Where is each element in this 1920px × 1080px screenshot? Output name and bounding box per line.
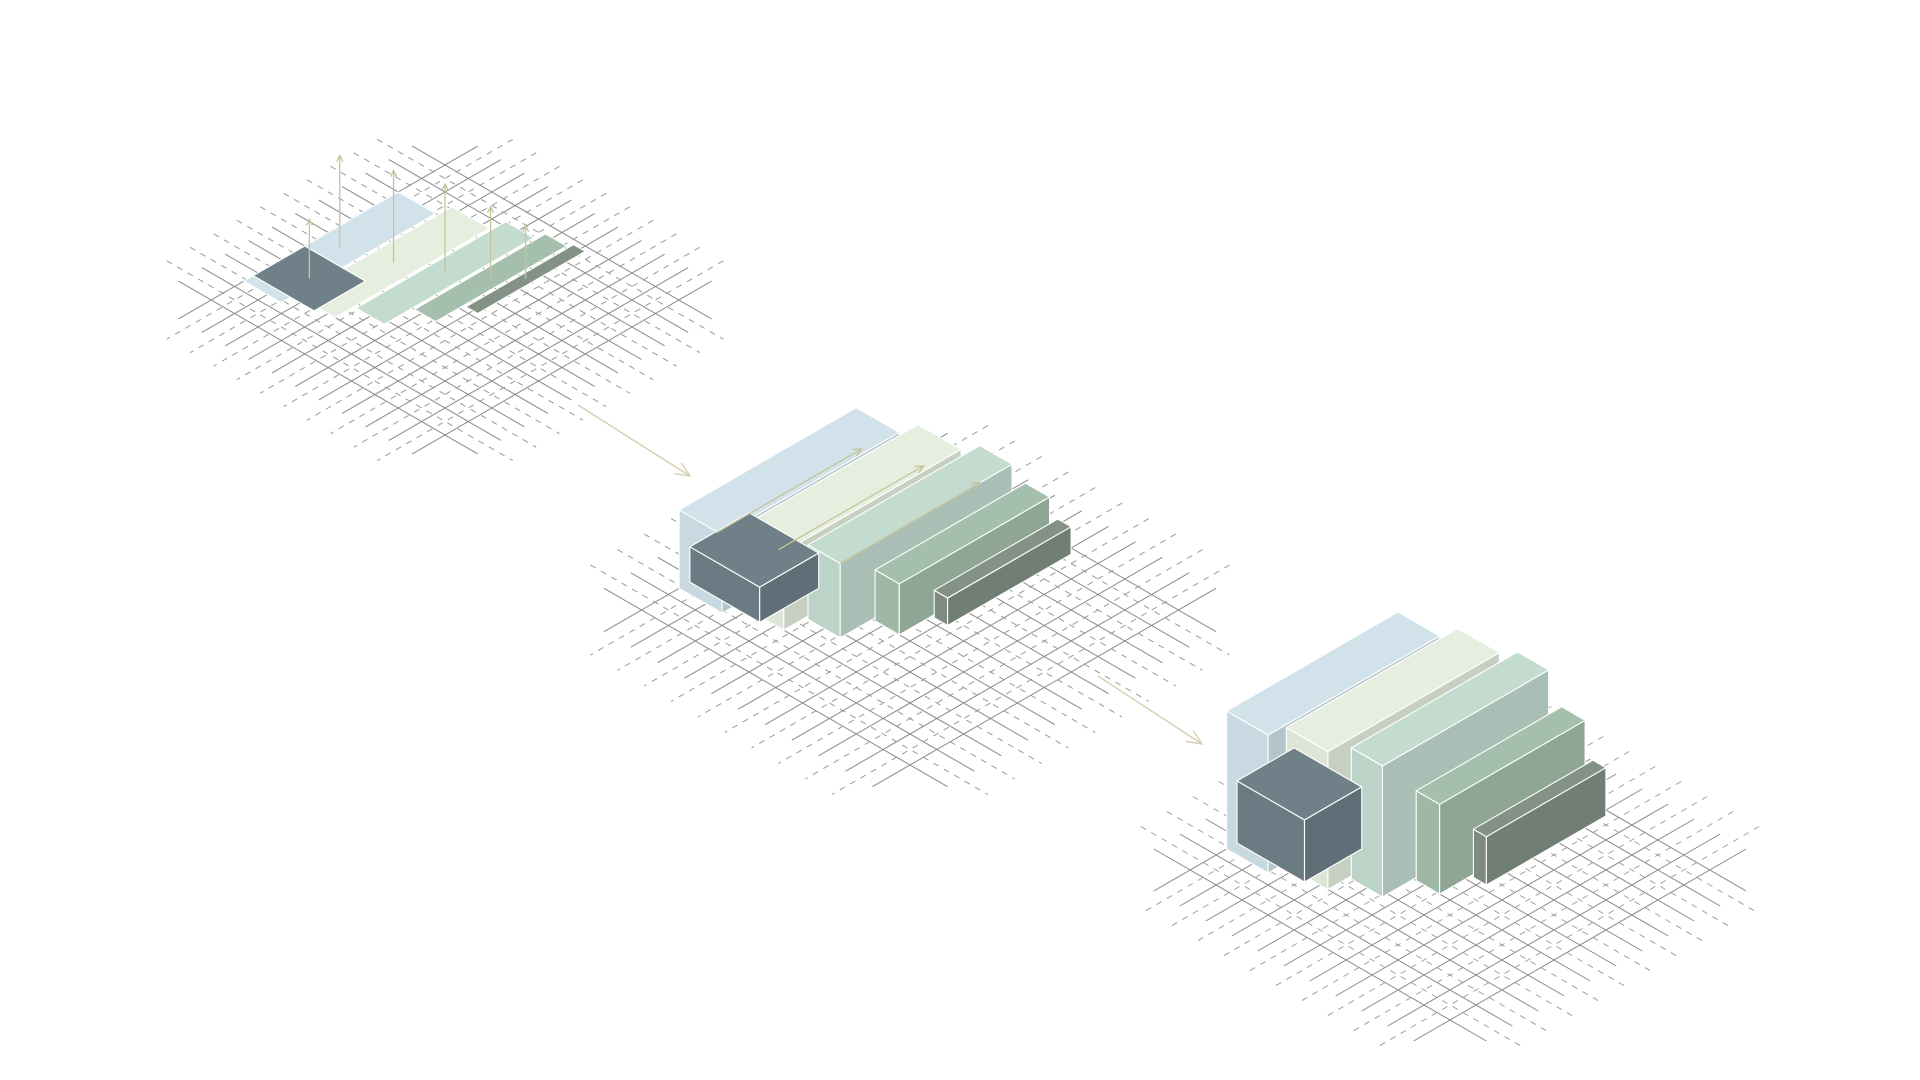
stage-footprints	[166, 138, 724, 462]
stage-extrusion	[590, 407, 1230, 795]
setback-guide	[778, 465, 924, 551]
small-dark-block	[689, 512, 820, 623]
setback-guide	[716, 448, 863, 534]
setback-guide	[839, 482, 981, 564]
arrow-right-down-icon	[577, 404, 692, 477]
small-dark-block	[1236, 747, 1363, 883]
dark-sage-slab	[1472, 759, 1607, 886]
transition-arrows	[577, 404, 1204, 745]
stage-massing	[1140, 611, 1760, 1049]
dark-sage-slab	[933, 518, 1072, 627]
arrow-right-down-icon	[1097, 675, 1204, 745]
sage-slab	[414, 233, 568, 323]
dark-sage-slab	[465, 244, 586, 315]
